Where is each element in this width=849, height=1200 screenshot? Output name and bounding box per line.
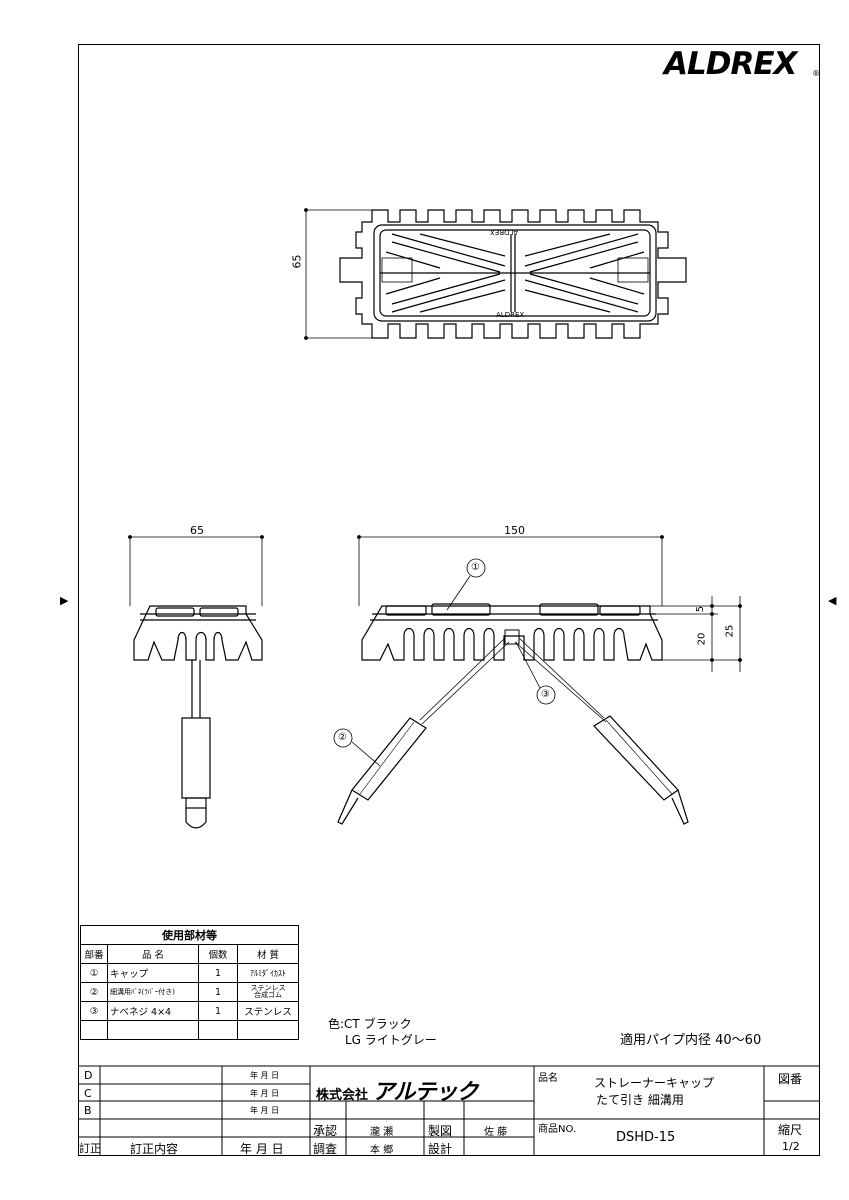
right-center-marker-icon: ◀ [828, 594, 837, 607]
parts-table-title: 使用部材等 [80, 925, 299, 945]
side-view [133, 605, 263, 829]
front-view [337, 603, 689, 825]
draw-label: 製図 [428, 1124, 453, 1138]
check-name: 本 郷 [370, 1145, 394, 1156]
part-material-line2: 合成ゴム [254, 991, 282, 999]
dim-5: 5 [695, 605, 707, 613]
part-no: ① [80, 963, 108, 983]
brand-logo: ALDREX [664, 46, 797, 82]
scale-value: 1/2 [782, 1140, 800, 1153]
scale-label: 縮尺 [778, 1123, 803, 1137]
rev-label: 訂正 [79, 1142, 101, 1155]
drawing-no-label: 図番 [778, 1072, 803, 1086]
rev-c: C [84, 1087, 92, 1100]
table-row: ③ ナベネジ 4×4 1 ステンレス [80, 1001, 299, 1021]
side-view-dim [128, 535, 264, 606]
top-view-dim [304, 208, 372, 340]
part-qty: 1 [198, 982, 238, 1002]
product-label: 品名 [538, 1073, 558, 1084]
product-no: DSHD-15 [616, 1130, 676, 1145]
dim-20: 20 [696, 632, 708, 646]
company-brand: アルテック [372, 1080, 479, 1105]
part-qty: 1 [198, 1001, 238, 1021]
part-material: ｱﾙﾐﾀﾞｲｶｽﾄ [237, 963, 299, 983]
registered-mark: ® [812, 69, 820, 78]
draw-name: 佐 藤 [484, 1127, 508, 1138]
part-name: キャップ [107, 963, 199, 983]
color-note-line1: 色:CT ブラック [328, 1017, 412, 1031]
product-name-line2: たて引き 細溝用 [596, 1093, 684, 1107]
part-no: ③ [80, 1001, 108, 1021]
part-no: ② [80, 982, 108, 1002]
rev-b-date: 年 月 日 [250, 1106, 280, 1115]
header-name: 品 名 [107, 944, 199, 964]
cast-text-upside: ALDREX [490, 228, 519, 236]
table-row-empty [80, 1020, 299, 1040]
rev-b: B [84, 1104, 92, 1117]
product-name-line1: ストレーナーキャップ [594, 1076, 715, 1090]
rev-d: D [84, 1069, 93, 1082]
header-material: 材 質 [237, 944, 299, 964]
front-view-length-dim: 150 [504, 524, 525, 537]
callout-3: ③ [541, 689, 550, 700]
rev-c-date: 年 月 日 [250, 1089, 280, 1098]
side-view-width-dim: 65 [190, 524, 204, 537]
approve-name: 瀧 瀬 [370, 1127, 394, 1138]
part-qty: 1 [198, 963, 238, 983]
part-material-line1: ステンレス [250, 983, 286, 992]
table-row: ① キャップ 1 ｱﾙﾐﾀﾞｲｶｽﾄ [80, 963, 299, 983]
left-center-marker-icon: ▶ [60, 594, 69, 607]
color-note-line2: LG ライトグレー [345, 1033, 437, 1047]
check-label: 調査 [313, 1142, 338, 1156]
dim-25: 25 [724, 624, 736, 638]
header-part-no: 部番 [80, 944, 108, 964]
top-view-height-dim: 65 [290, 254, 304, 269]
parts-table: 使用部材等 部番 品 名 個数 材 質 ① キャップ 1 ｱﾙﾐﾀﾞｲｶｽﾄ ②… [80, 925, 299, 1040]
cast-text: ALDREX [496, 311, 525, 319]
part-material: ステンレス [237, 1001, 299, 1021]
part-name: 細溝用ﾊﾞﾈ(ﾗﾊﾞｰ付き) [107, 982, 199, 1002]
approve-label: 承認 [313, 1124, 338, 1138]
company-name: 株式会社 アルテック [316, 1074, 479, 1106]
rev-date-label: 年 月 日 [240, 1142, 284, 1156]
header-qty: 個数 [198, 944, 238, 964]
front-view-dims [357, 535, 742, 672]
part-material: ステンレス合成ゴム [237, 982, 299, 1002]
title-block-lines [78, 1065, 820, 1156]
part-name: ナベネジ 4×4 [107, 1001, 199, 1021]
rev-content-label: 訂正内容 [130, 1142, 179, 1156]
callouts [333, 558, 556, 767]
table-row: ② 細溝用ﾊﾞﾈ(ﾗﾊﾞｰ付き) 1 ステンレス合成ゴム [80, 982, 299, 1002]
top-view [339, 209, 687, 339]
callout-1: ① [471, 562, 480, 573]
callout-2: ② [338, 732, 347, 743]
product-no-label: 商品NO. [538, 1124, 577, 1135]
rev-d-date: 年 月 日 [250, 1071, 280, 1080]
pipe-note: 適用パイプ内径 40〜60 [620, 1033, 762, 1048]
drawing-frame [78, 44, 820, 1156]
company-prefix: 株式会社 [316, 1088, 369, 1103]
design-label: 設計 [428, 1142, 453, 1156]
